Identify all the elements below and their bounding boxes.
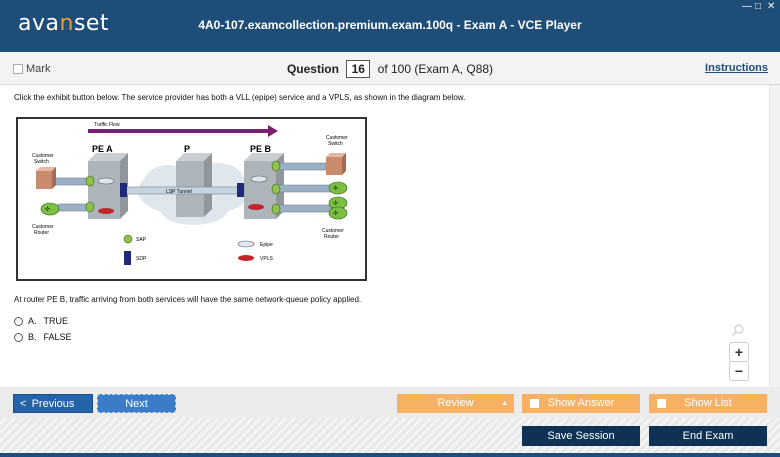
sdp-right-icon [237,183,244,197]
customer-switch-right-label-2: Switch [328,141,343,147]
p-router-icon [176,153,212,217]
navigation-bar: < Previous Next Review ▲ Show Answer Sho… [0,387,780,418]
end-exam-button[interactable]: End Exam [649,426,767,446]
question-counter: Question 16 of 100 (Exam A, Q88) [0,60,780,78]
legend-sdp-label: SDP [136,256,147,262]
question-statement: At router PE B, traffic arriving from bo… [14,295,362,304]
caret-up-icon: ▲ [501,400,508,407]
question-text: Click the exhibit button below. The serv… [14,93,466,102]
customer-router-right-icon: ✜ [328,206,348,220]
customer-switch-left-label-2: Switch [34,159,49,165]
zoom-in-button[interactable]: + [729,342,749,362]
sap-icon [271,183,281,195]
pe-a-label: PE A [92,144,113,154]
show-list-label: Show List [684,397,732,409]
maximize-icon[interactable]: □ [755,1,762,12]
svg-text:✜: ✜ [333,185,338,192]
customer-router-left-label-1: Customer [32,224,54,230]
sap-icon [271,203,281,215]
question-number-field[interactable]: 16 [346,60,371,78]
save-session-button[interactable]: Save Session [522,426,640,446]
show-answer-button[interactable]: Show Answer [522,394,640,413]
radio-icon[interactable] [14,332,23,342]
mark-checkbox[interactable]: Mark [13,63,50,75]
question-total: of 100 (Exam A, Q88) [377,62,494,76]
legend-sap-icon [123,234,133,244]
previous-label: Previous [31,398,75,410]
customer-switch-left-icon [36,167,56,189]
legend-sdp-icon [124,251,131,265]
left-router-link [57,203,91,212]
customer-router-right-icon: ✜ [328,181,348,195]
option-b-text: FALSE [43,332,72,342]
show-list-button[interactable]: Show List [649,394,767,413]
show-answer-label: Show Answer [547,397,615,409]
question-content: Click the exhibit button below. The serv… [0,85,780,387]
right-switch-link [275,162,327,171]
checkbox-icon[interactable] [13,64,23,74]
pe-b-label: PE B [250,144,272,154]
vpls-icon [98,208,114,214]
customer-router-right-label-2: Router [324,234,339,240]
svg-text:✜: ✜ [333,200,338,207]
legend-vpls-icon [238,255,254,261]
legend-epipe-icon [237,240,255,248]
question-label: Question [286,62,339,76]
option-b[interactable]: B. FALSE [14,332,72,342]
arrowhead-icon [268,125,278,137]
radio-icon[interactable] [14,316,23,326]
p-label: P [184,144,190,154]
customer-router-left-label-2: Router [34,230,49,236]
option-a-letter: A. [28,316,37,326]
option-a[interactable]: A. TRUE [14,316,68,326]
option-b-letter: B. [28,332,37,342]
sap-icon [271,160,281,172]
checkbox-icon[interactable] [657,399,666,408]
svg-text:✜: ✜ [333,210,338,217]
checkbox-icon[interactable] [530,399,539,408]
epipe-icon [97,177,115,185]
legend-epipe-label: Epipe [260,242,273,248]
exhibit-diagram: Traffic Flow PE A P PE B core [16,117,367,281]
customer-switch-right-label-1: Customer [326,135,348,141]
magnifier-icon [731,324,744,337]
chevron-left-icon: < [20,398,27,410]
app-logo: avanset [18,11,110,36]
sap-icon [85,201,95,213]
customer-switch-left-label-1: Customer [32,153,54,159]
vpls-icon [248,204,264,210]
vertical-scrollbar[interactable] [769,85,780,387]
customer-router-left-icon: ✜ [40,202,60,216]
close-icon[interactable]: ✕ [767,1,776,12]
customer-switch-right-icon [326,153,346,175]
legend-sap-label: SAP [136,237,147,243]
zoom-out-button[interactable]: − [729,361,749,381]
next-button[interactable]: Next [97,394,176,413]
traffic-flow-label: Traffic Flow [94,122,120,128]
session-bar: Save Session End Exam [0,418,780,457]
window-title: 4A0-107.examcollection.premium.exam.100q… [198,18,582,32]
mark-label: Mark [26,63,51,75]
legend-vpls-label: VPLS [260,256,273,262]
svg-text:✜: ✜ [45,206,50,213]
title-bar: avanset 4A0-107.examcollection.premium.e… [0,0,780,52]
customer-router-right-label-1: Customer [322,228,344,234]
right-router-link-1 [275,184,333,193]
option-a-text: TRUE [43,316,69,326]
minimize-icon[interactable]: — [742,1,752,12]
epipe-icon [250,175,268,183]
review-label: Review [437,397,474,409]
review-button[interactable]: Review ▲ [397,394,514,413]
sdp-left-icon [120,183,127,197]
instructions-link[interactable]: Instructions [705,62,768,74]
lsp-tunnel-label: LSP Tunnel [166,189,192,195]
right-router-link-2 [275,204,333,213]
sap-icon [85,175,95,187]
previous-button[interactable]: < Previous [13,394,93,413]
bottom-border [0,453,780,457]
question-bar: Mark Question 16 of 100 (Exam A, Q88) In… [0,52,780,85]
